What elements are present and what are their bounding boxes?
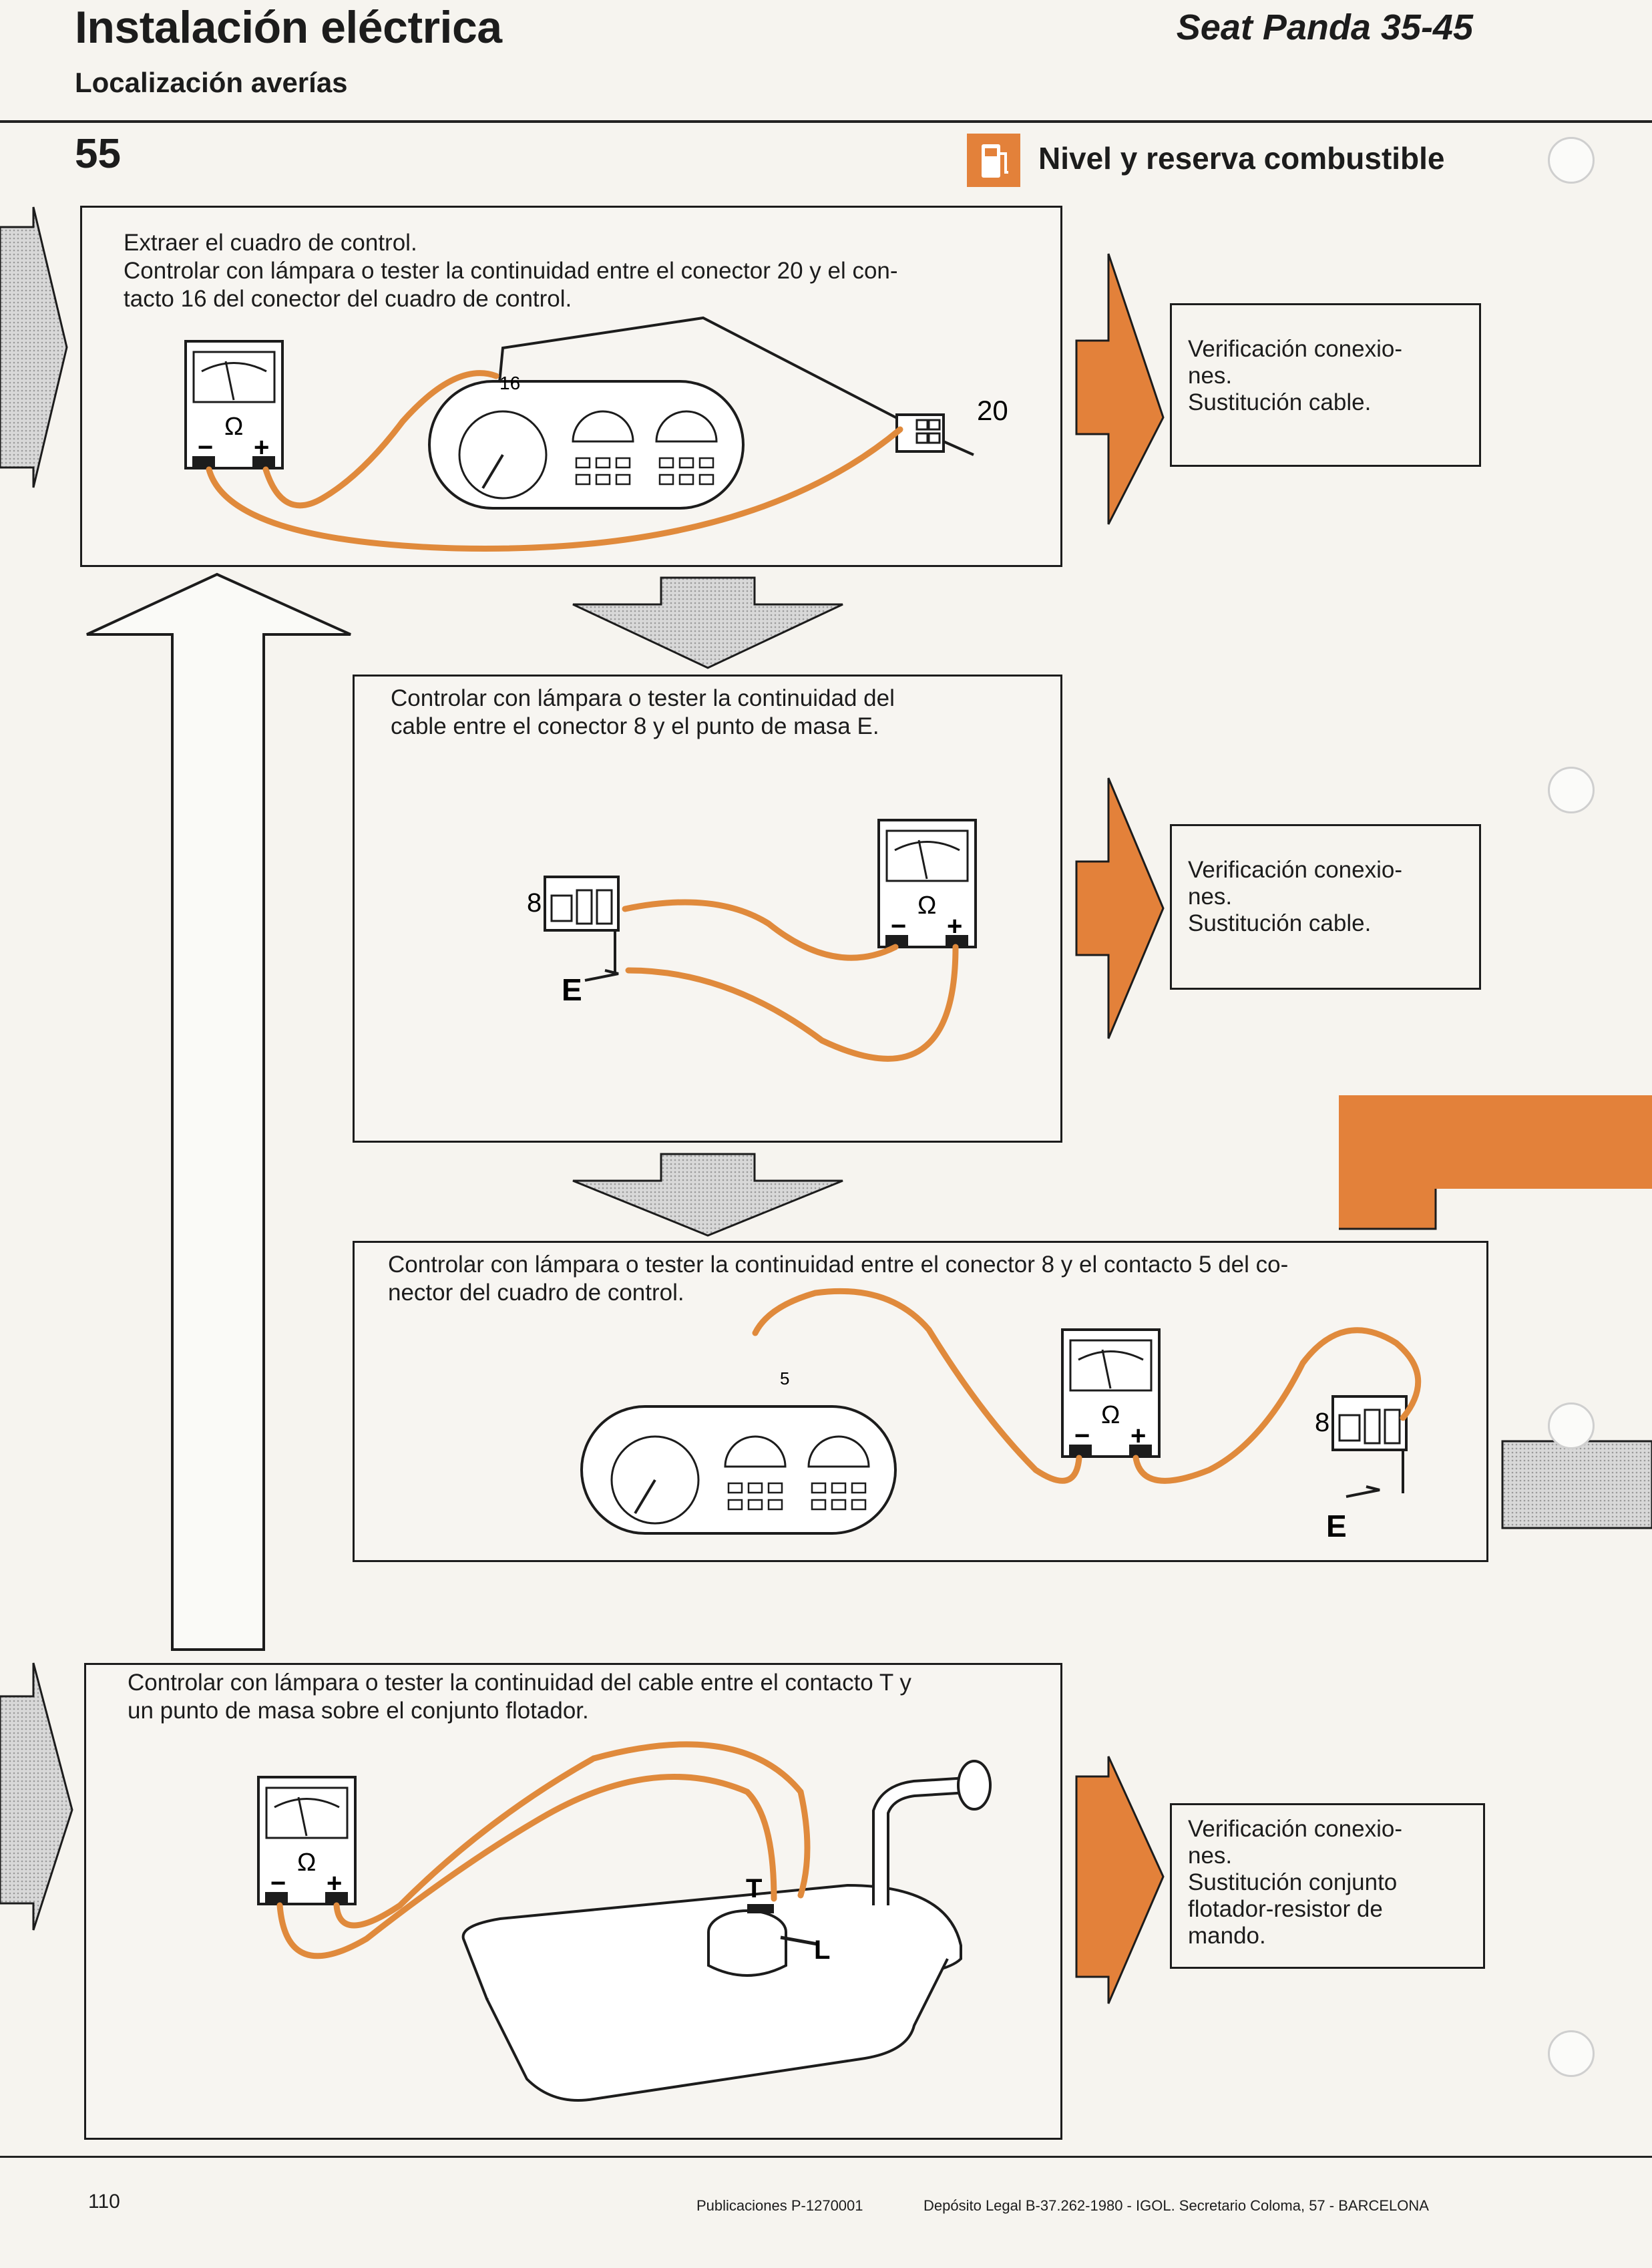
multimeter: Ω − + xyxy=(1061,1328,1161,1458)
svg-text:−: − xyxy=(891,912,906,941)
contact-label-16: 16 xyxy=(499,373,520,393)
result-4-line-3: Sustitución conjunto xyxy=(1188,1869,1398,1895)
result-4-line-4: flotador-resistor de xyxy=(1188,1896,1383,1922)
step-2-line-2: cable entre el conector 8 y el punto de … xyxy=(391,713,879,739)
result-box-4: Verificación conexio- nes. Sustitución c… xyxy=(1170,1803,1485,1969)
step-4-diagram: Ω − + T L xyxy=(257,1741,992,2102)
svg-text:+: + xyxy=(947,912,962,941)
orange-arrow-1 xyxy=(1075,253,1165,525)
contact-label-5: 5 xyxy=(780,1368,789,1388)
header-divider xyxy=(0,120,1652,123)
page-title: Instalación eléctrica xyxy=(75,2,502,53)
svg-text:Ω: Ω xyxy=(1101,1401,1120,1429)
step-3-line-2: nector del cuadro de control. xyxy=(388,1280,684,1306)
binder-hole xyxy=(1548,2030,1595,2077)
entry-arrow-top xyxy=(0,206,68,488)
vehicle-model: Seat Panda 35-45 xyxy=(1176,7,1473,47)
step-4-line-1: Controlar con lámpara o tester la contin… xyxy=(128,1670,911,1696)
svg-text:+: + xyxy=(327,1869,342,1898)
footer-divider xyxy=(0,2156,1652,2158)
loop-back-arrow xyxy=(86,572,351,1651)
step-4-line-2: un punto de masa sobre el conjunto flota… xyxy=(128,1698,589,1724)
footer-legal: Depósito Legal B-37.262-1980 - IGOL. Sec… xyxy=(923,2197,1429,2214)
step-3-diagram: 5 Ω − + 8 E xyxy=(580,1288,1422,1543)
contact-label-T: T xyxy=(746,1874,762,1903)
fuel-tank xyxy=(461,1760,992,2102)
binder-hole xyxy=(1548,767,1595,813)
multimeter: Ω − + xyxy=(877,819,977,948)
svg-text:+: + xyxy=(1130,1421,1146,1451)
result-4-line-2: nes. xyxy=(1188,1843,1233,1869)
instrument-cluster xyxy=(428,380,745,510)
multimeter: Ω − + xyxy=(184,340,284,469)
step-1-line-3: tacto 16 del conector del cuadro de cont… xyxy=(124,286,572,312)
entry-arrow-bottom xyxy=(0,1662,73,1931)
connector-label-8: 8 xyxy=(1315,1408,1329,1437)
step-1-diagram: Ω − + 16 xyxy=(184,316,1008,552)
svg-text:+: + xyxy=(254,433,269,462)
gray-index-tab xyxy=(1501,1440,1652,1529)
svg-text:−: − xyxy=(1074,1421,1090,1451)
step-3-line-1: Controlar con lámpara o tester la contin… xyxy=(388,1252,1289,1278)
step-2-line-1: Controlar con lámpara o tester la contin… xyxy=(391,685,895,711)
binder-hole xyxy=(1548,1402,1595,1449)
result-1-line-1: Verificación conexio- xyxy=(1188,336,1402,362)
orange-index-tab xyxy=(1339,1095,1652,1229)
connector-8 xyxy=(1331,1395,1408,1493)
connector-8 xyxy=(544,876,620,974)
step-box-1: Extraer el cuadro de control. Controlar … xyxy=(80,206,1062,567)
step-box-4: Controlar con lámpara o tester la contin… xyxy=(84,1663,1062,2140)
connector-label-20: 20 xyxy=(977,395,1008,426)
step-box-2: Controlar con lámpara o tester la contin… xyxy=(353,675,1062,1143)
svg-text:Ω: Ω xyxy=(917,892,936,920)
footer-page-number: 110 xyxy=(88,2191,120,2213)
step-1-line-2: Controlar con lámpara o tester la contin… xyxy=(124,258,898,284)
result-box-2: Verificación conexio- nes. Sustitución c… xyxy=(1170,824,1481,990)
connector-20 xyxy=(895,413,974,456)
ground-label-E: E xyxy=(562,972,582,1007)
svg-text:−: − xyxy=(198,433,213,462)
orange-arrow-2 xyxy=(1075,777,1165,1039)
instrument-cluster xyxy=(580,1405,897,1535)
down-arrow-2 xyxy=(572,1153,843,1237)
result-2-line-2: nes. xyxy=(1188,884,1233,910)
multimeter: Ω − + xyxy=(257,1776,357,1905)
down-arrow-1 xyxy=(572,576,843,669)
contact-label-L: L xyxy=(814,1935,830,1965)
result-1-line-3: Sustitución cable. xyxy=(1188,389,1372,415)
result-4-line-1: Verificación conexio- xyxy=(1188,1816,1402,1842)
step-2-diagram: Ω − + 8 E xyxy=(527,819,977,1062)
page-subtitle: Localización averías xyxy=(75,67,348,98)
result-2-line-1: Verificación conexio- xyxy=(1188,857,1402,883)
orange-arrow-3 xyxy=(1075,1756,1165,2004)
result-box-1: Verificación conexio- nes. Sustitución c… xyxy=(1170,303,1481,467)
binder-hole xyxy=(1548,137,1595,184)
result-1-line-2: nes. xyxy=(1188,363,1233,389)
ground-label-E: E xyxy=(1326,1509,1347,1543)
result-2-line-3: Sustitución cable. xyxy=(1188,910,1372,936)
footer-publication: Publicaciones P-1270001 xyxy=(696,2197,863,2214)
section-number: 55 xyxy=(75,131,121,177)
connector-label-8: 8 xyxy=(527,888,542,918)
fuel-pump-icon xyxy=(967,134,1020,187)
svg-text:−: − xyxy=(270,1869,286,1898)
step-1-line-1: Extraer el cuadro de control. xyxy=(124,230,417,256)
section-title: Nivel y reserva combustible xyxy=(1038,141,1445,176)
result-4-line-5: mando. xyxy=(1188,1923,1266,1949)
ohm-symbol: Ω xyxy=(224,413,243,441)
svg-text:Ω: Ω xyxy=(297,1849,316,1877)
step-box-3: Controlar con lámpara o tester la contin… xyxy=(353,1241,1488,1562)
